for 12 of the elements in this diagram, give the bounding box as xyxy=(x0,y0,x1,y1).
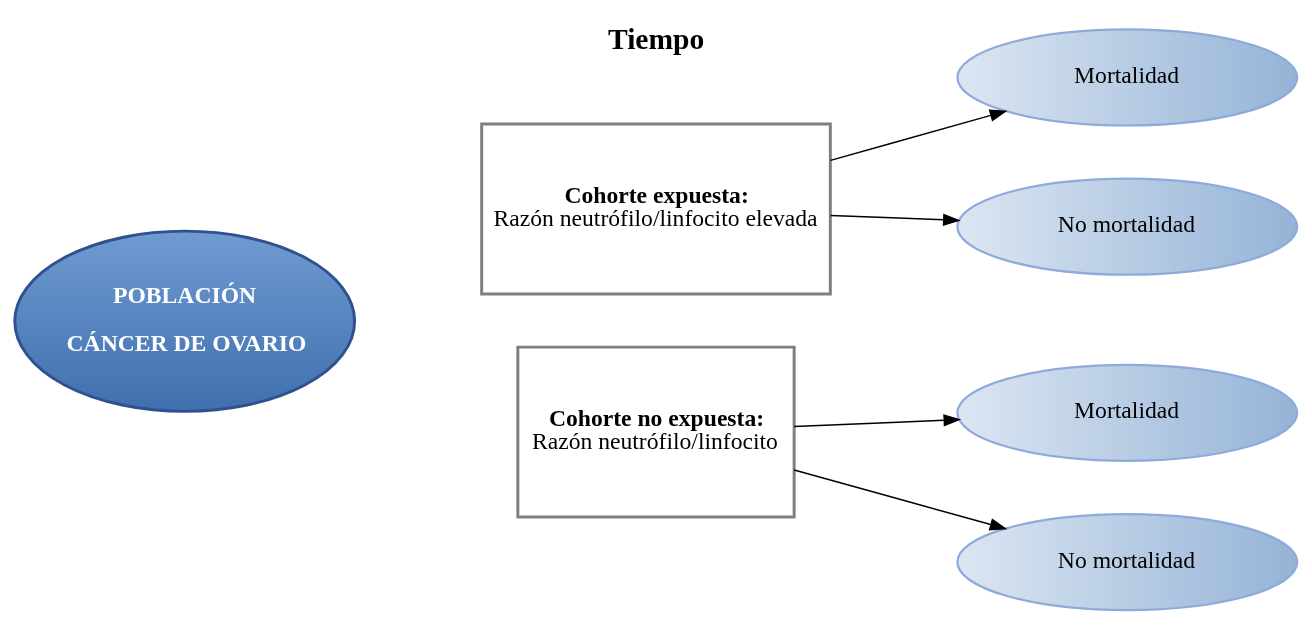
arrow xyxy=(793,468,1008,530)
node-ellipse: No mortalidad xyxy=(956,512,1299,611)
arrow xyxy=(829,109,1008,161)
node-ellipse: POBLACIÓN CÁNCER DE OVARIO xyxy=(13,229,357,413)
node-box: Cohorte expuesta: Razón neutrófilo/linfocito elevada xyxy=(480,122,832,295)
node-ellipse: Mortalidad xyxy=(956,27,1299,127)
arrow xyxy=(829,213,961,226)
node-ellipse: Mortalidad xyxy=(956,363,1299,462)
node-box: Cohorte no expuesta: Razón neutrófilo/linfocito xyxy=(516,345,796,518)
node-ellipse: No mortalidad xyxy=(956,177,1299,276)
label: Tiempo xyxy=(607,22,705,55)
arrow xyxy=(793,413,962,427)
